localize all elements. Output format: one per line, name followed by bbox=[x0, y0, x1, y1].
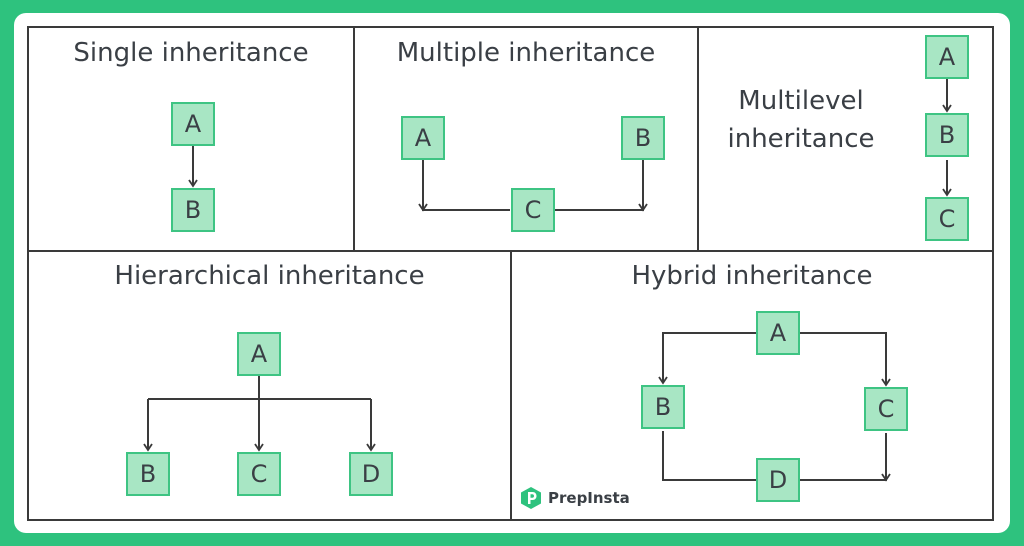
node-single-b: B bbox=[171, 188, 215, 232]
node-multiple-b: B bbox=[621, 116, 665, 160]
node-multiple-c: C bbox=[511, 188, 555, 232]
title-multiple: Multiple inheritance bbox=[396, 38, 656, 68]
node-hybrid-d: D bbox=[756, 458, 800, 502]
node-multilevel-c: C bbox=[925, 197, 969, 241]
title-multilevel-line2: inheritance bbox=[727, 124, 875, 154]
node-multilevel-b: B bbox=[925, 113, 969, 157]
node-single-a: A bbox=[171, 102, 215, 146]
node-hierarchical-a: A bbox=[237, 332, 281, 376]
title-hierarchical: Hierarchical inheritance bbox=[114, 261, 425, 291]
brand: PrepInsta bbox=[520, 486, 630, 510]
node-hybrid-a: A bbox=[756, 311, 800, 355]
node-hierarchical-c: C bbox=[237, 452, 281, 496]
node-hybrid-b: B bbox=[641, 385, 685, 429]
title-single: Single inheritance bbox=[73, 38, 309, 68]
title-multilevel-line1: Multilevel bbox=[738, 86, 864, 116]
node-hybrid-c: C bbox=[864, 387, 908, 431]
prepinsta-logo-icon bbox=[521, 487, 541, 509]
node-hierarchical-d: D bbox=[349, 452, 393, 496]
panel-hybrid bbox=[510, 250, 994, 521]
brand-name: PrepInsta bbox=[548, 489, 630, 507]
node-multilevel-a: A bbox=[925, 35, 969, 79]
title-hybrid: Hybrid inheritance bbox=[631, 261, 873, 291]
node-multiple-a: A bbox=[401, 116, 445, 160]
node-hierarchical-b: B bbox=[126, 452, 170, 496]
